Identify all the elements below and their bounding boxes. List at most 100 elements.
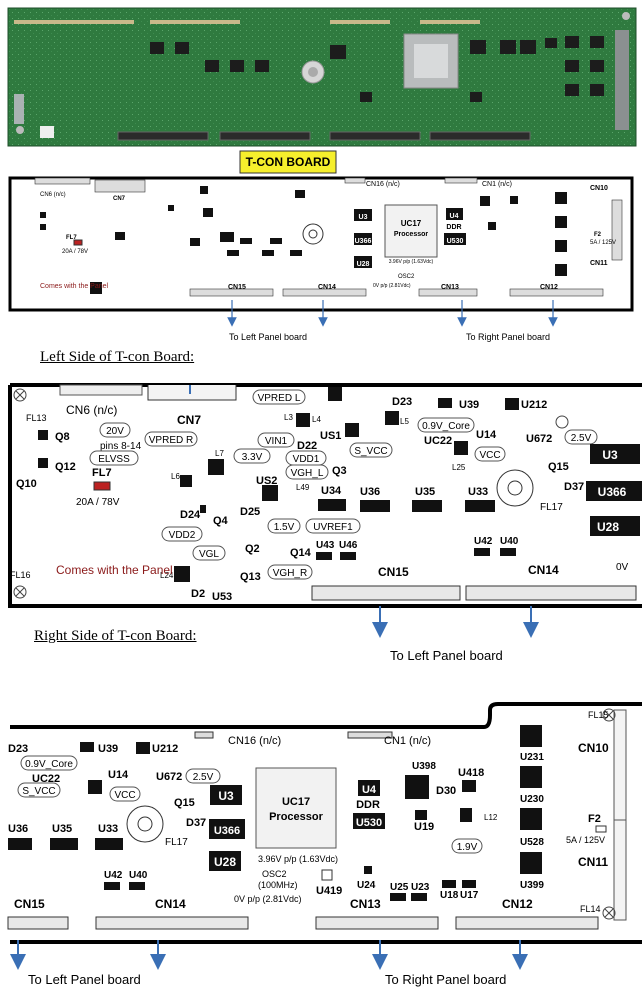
l-d22: D22 bbox=[297, 440, 317, 452]
ov-cn16: CN16 (n/c) bbox=[366, 181, 400, 188]
r-fl15: FL15 bbox=[588, 710, 609, 720]
r-u42: U42 bbox=[104, 870, 123, 881]
l-vgl-tag: VGL bbox=[199, 549, 219, 560]
r-cn15: CN15 bbox=[14, 897, 45, 911]
r-osc2: OSC2 bbox=[262, 869, 287, 879]
l-vpred-l-tag: VPRED L bbox=[258, 393, 301, 404]
l-d23: D23 bbox=[392, 396, 412, 408]
r-f2: F2 bbox=[588, 813, 601, 825]
r-d23: D23 bbox=[8, 743, 28, 755]
l-zero-v: 0V bbox=[616, 562, 629, 573]
ov-cn15: CN15 bbox=[228, 284, 246, 291]
l-15v-tag: 1.5V bbox=[274, 522, 295, 533]
r-processor-sub: Processor bbox=[269, 811, 324, 823]
l-vcc-tag: VCC bbox=[479, 450, 500, 461]
l-vgh-r-tag: VGH_R bbox=[273, 568, 307, 579]
l-fl16: FL16 bbox=[10, 570, 31, 580]
l-us2: US2 bbox=[256, 475, 277, 487]
l-uvref1-tag: UVREF1 bbox=[313, 522, 353, 533]
l-u35: U35 bbox=[415, 486, 435, 498]
l-q12: Q12 bbox=[55, 461, 76, 473]
ov-cn13: CN13 bbox=[441, 284, 459, 291]
r-u19: U19 bbox=[414, 821, 434, 833]
r-fl14: FL14 bbox=[580, 904, 601, 914]
r-ddr: DDR bbox=[356, 799, 380, 811]
r-q15: Q15 bbox=[174, 797, 195, 809]
r-u14: U14 bbox=[108, 769, 129, 781]
l-l7: L7 bbox=[215, 449, 224, 458]
ov-arrow-left-label: To Left Panel board bbox=[229, 332, 307, 342]
ov-ddr: DDR bbox=[446, 224, 461, 231]
l-q2: Q2 bbox=[245, 543, 260, 555]
r-vcc-tag: VCC bbox=[114, 790, 135, 801]
l-fl13: FL13 bbox=[26, 413, 47, 423]
r-u17: U17 bbox=[460, 890, 479, 901]
l-d24: D24 bbox=[180, 509, 201, 521]
l-fl7: FL7 bbox=[92, 467, 112, 479]
r-u28: U28 bbox=[214, 855, 236, 869]
r-u398: U398 bbox=[412, 761, 436, 772]
r-u25: U25 bbox=[390, 882, 409, 893]
ov-u366: U366 bbox=[355, 238, 372, 245]
l-l3: L3 bbox=[284, 413, 293, 422]
ov-u530: U530 bbox=[447, 238, 464, 245]
l-u212: U212 bbox=[521, 399, 547, 411]
l-cn7: CN7 bbox=[177, 413, 201, 427]
l-pin-voltage: 20V bbox=[106, 426, 124, 437]
r-arrow-right-label: To Right Panel board bbox=[385, 972, 506, 987]
l-vin1-tag: VIN1 bbox=[265, 436, 288, 447]
l-cn14: CN14 bbox=[528, 563, 559, 577]
ov-u4: U4 bbox=[450, 213, 459, 220]
r-cn10: CN10 bbox=[578, 741, 609, 755]
l-vdd2-tag: VDD2 bbox=[169, 530, 196, 541]
r-u530: U530 bbox=[356, 817, 382, 829]
r-u33: U33 bbox=[98, 823, 118, 835]
r-osc-note: 0V p/p (2.81Vdc) bbox=[234, 894, 302, 904]
r-25v-tag: 2.5V bbox=[193, 772, 214, 783]
ov-cn6: CN6 (n/c) bbox=[40, 192, 66, 198]
l-u14: U14 bbox=[476, 429, 497, 441]
l-vgh-l-tag: VGH_L bbox=[291, 468, 324, 479]
r-u24: U24 bbox=[357, 880, 376, 891]
l-d25: D25 bbox=[240, 506, 260, 518]
l-us1: US1 bbox=[320, 430, 341, 442]
overview-board-outline bbox=[8, 176, 634, 312]
r-u4: U4 bbox=[362, 784, 377, 796]
header-label-box bbox=[239, 150, 337, 174]
r-u528: U528 bbox=[520, 837, 544, 848]
l-u46: U46 bbox=[339, 540, 358, 551]
l-vdd1-tag: VDD1 bbox=[293, 454, 320, 465]
l-q14: Q14 bbox=[290, 547, 312, 559]
r-processor-name: UC17 bbox=[282, 796, 310, 808]
ov-cn1: CN1 (n/c) bbox=[482, 181, 512, 188]
ov-osc-note: 0V p/p (2.81Vdc) bbox=[373, 283, 411, 289]
r-u230: U230 bbox=[520, 794, 544, 805]
l-arrow-label: To Left Panel board bbox=[390, 648, 503, 663]
ov-osc2: OSC2 bbox=[398, 274, 415, 280]
r-s-vcc-tag: S_VCC bbox=[22, 786, 55, 797]
l-u39: U39 bbox=[459, 399, 479, 411]
r-cn12: CN12 bbox=[502, 897, 533, 911]
l-q4: Q4 bbox=[213, 515, 229, 527]
l-fl17: FL17 bbox=[540, 502, 563, 513]
l-l5: L5 bbox=[400, 417, 409, 426]
l-q13: Q13 bbox=[240, 571, 261, 583]
r-u366: U366 bbox=[214, 825, 240, 837]
l-vpred-r-tag: VPRED R bbox=[149, 435, 193, 446]
l-panel-note: Comes with the Panel bbox=[56, 563, 173, 577]
ov-f2: F2 bbox=[594, 232, 602, 238]
r-u40: U40 bbox=[129, 870, 148, 881]
ov-processor-sub: Processor bbox=[394, 231, 429, 238]
r-processor-note: 3.96V p/p (1.63Vdc) bbox=[258, 854, 338, 864]
r-osc-freq: (100MHz) bbox=[258, 880, 298, 890]
l-u36: U36 bbox=[360, 486, 380, 498]
l-d37: D37 bbox=[564, 481, 584, 493]
right-side-caption: Right Side of T-con Board: bbox=[34, 628, 197, 644]
left-side-caption: Left Side of T-con Board: bbox=[40, 349, 195, 365]
ov-cn12: CN12 bbox=[540, 284, 558, 291]
r-u35: U35 bbox=[52, 823, 72, 835]
ov-processor-note: 3.96V p/p (1.63Vdc) bbox=[389, 259, 434, 265]
l-u53: U53 bbox=[212, 591, 232, 603]
l-s-vcc-tag: S_VCC bbox=[354, 446, 387, 457]
